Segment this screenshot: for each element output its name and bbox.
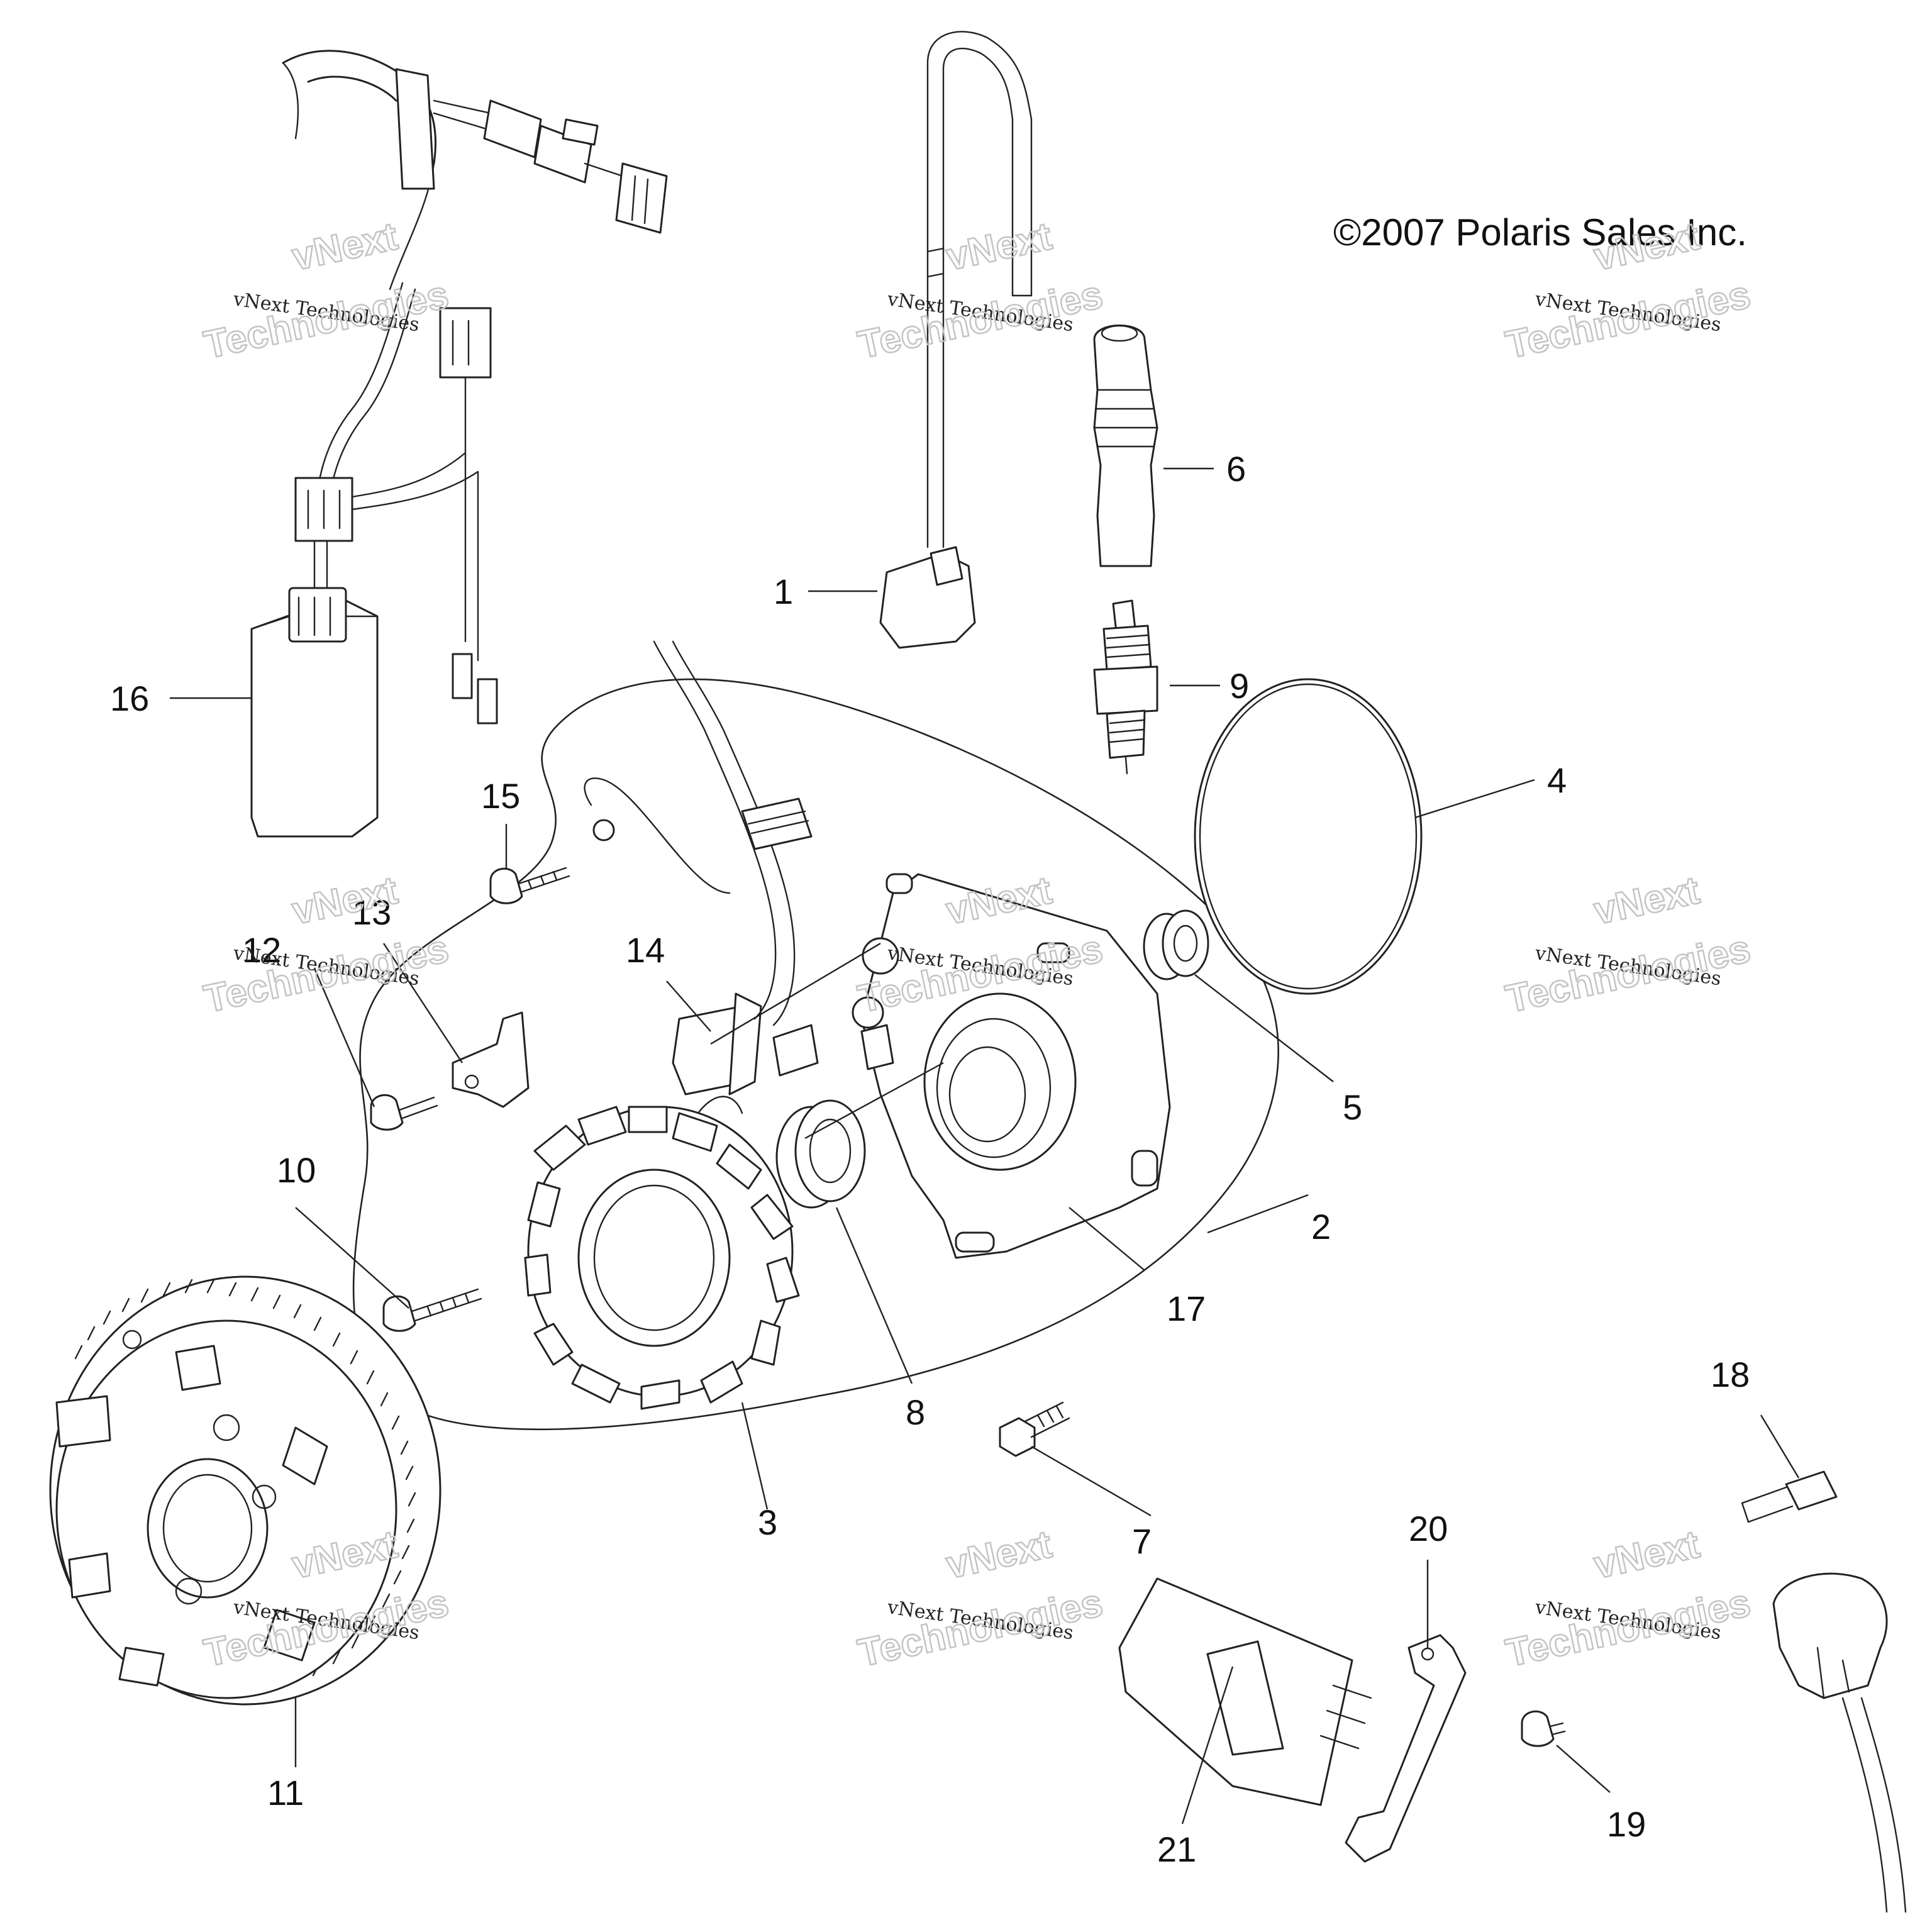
watermark-1: vNext vNext Technologies Technologies [199,214,453,368]
callout-labels: 1 2 3 4 5 6 7 8 9 10 11 12 13 14 15 16 1… [110,449,1750,1869]
callout-11: 11 [267,1773,304,1813]
watermark-4: vNext vNext Technologies Technologies [199,868,453,1022]
callout-14: 14 [626,930,665,970]
part-17-stator-plate [852,873,1171,1259]
part-5-seal [1143,909,1209,980]
callout-15: 15 [481,776,520,816]
watermark-bottom: Technologies [1502,273,1755,367]
watermark-bottom: Technologies [855,1581,1107,1675]
watermark-bottom: Technologies [201,273,453,367]
part-15-screw [489,867,570,904]
callout-13: 13 [352,892,391,932]
watermark-bottom: Technologies [1502,1581,1755,1675]
callout-21: 21 [1157,1829,1196,1869]
callout-4: 4 [1547,760,1567,800]
watermark-bottom: Technologies [855,273,1107,367]
part-9-spark-plug [1093,599,1158,775]
watermark-top: vNext [943,1523,1056,1587]
watermark-bottom: Technologies [201,927,453,1021]
part-13-bracket [452,1011,530,1108]
callout-9: 9 [1230,666,1249,706]
watermark-top: vNext [289,214,402,279]
part-6-plug-cap [1093,325,1158,567]
watermark-top: vNext [943,214,1056,279]
assembly-boundary [352,678,1279,1431]
part-20-bracket [1345,1634,1467,1863]
pulse-coil-detail [1772,1572,1907,1913]
part-11-flywheel [49,1275,441,1706]
part-3-stator [524,1096,800,1410]
watermark-9: vNext vNext Technologies Technologies [1501,1522,1755,1676]
callout-19: 19 [1607,1804,1646,1844]
callout-17: 17 [1167,1289,1206,1328]
part-7-bolt [999,1401,1070,1457]
part-10-screw [382,1288,482,1332]
part-1-ignition-coil [879,31,1033,649]
watermark-2: vNext vNext Technologies Technologies [853,214,1107,368]
callout-10: 10 [277,1150,316,1190]
part-18-bolt [1741,1470,1838,1523]
callout-3: 3 [758,1502,777,1542]
copyright-notice: ©2007 Polaris Sales Inc. [1333,211,1747,253]
callout-2: 2 [1311,1207,1331,1246]
watermark-6: vNext vNext Technologies Technologies [1501,868,1755,1022]
part-21-regulator [1118,1577,1372,1806]
leader-lines [170,467,1800,1824]
part-8-seal [775,1099,866,1209]
watermark-bottom: Technologies [1502,927,1755,1021]
callout-8: 8 [906,1392,925,1432]
watermark-top: vNext [1591,869,1704,933]
watermark-8: vNext vNext Technologies Technologies [853,1522,1107,1676]
part-12-screw [370,1094,438,1131]
part-14-pulse-sensor [584,640,819,1096]
callout-20: 20 [1409,1509,1448,1548]
callout-7: 7 [1132,1521,1152,1561]
callout-16: 16 [110,679,149,718]
callout-5: 5 [1343,1087,1362,1127]
part-4-o-ring [1194,678,1423,995]
callout-1: 1 [774,572,793,611]
callout-6: 6 [1226,449,1246,489]
part-16-cdi-harness [250,50,668,838]
part-19-screw [1521,1710,1566,1747]
callout-12: 12 [242,930,281,970]
callout-18: 18 [1711,1355,1750,1394]
watermark-top: vNext [1591,1523,1704,1587]
